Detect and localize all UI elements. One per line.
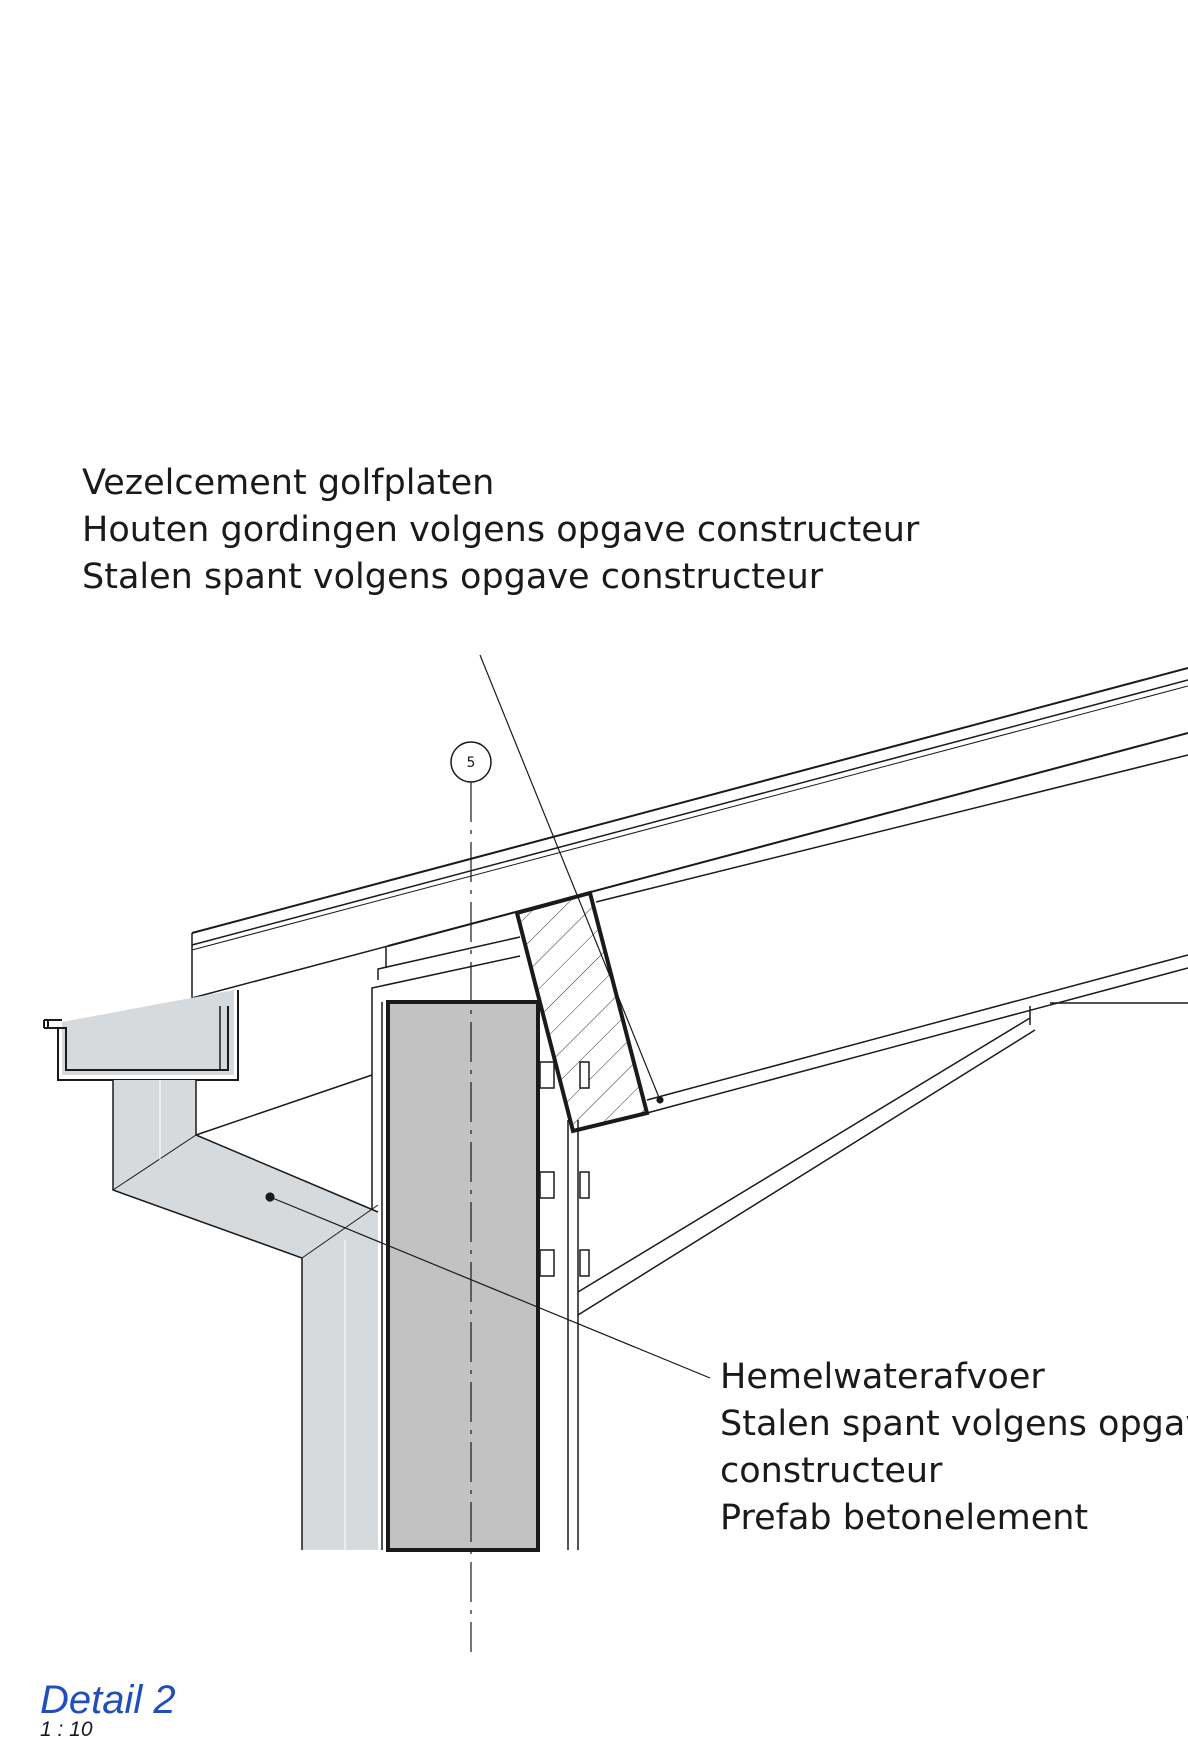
note-line: Prefab betonelement <box>720 1498 1089 1538</box>
note-line: Stalen spant volgens opgave constructeur <box>82 557 824 597</box>
note-line: Hemelwaterafvoer <box>720 1357 1045 1397</box>
note-line: constructeur <box>720 1451 943 1491</box>
note-line: Stalen spant volgens opgave <box>720 1404 1188 1444</box>
roof-sheets <box>191 667 1188 999</box>
grid-axis: 5 <box>450 741 492 1652</box>
note-line: Houten gordingen volgens opgave construc… <box>82 510 920 550</box>
leader-lines <box>265 654 711 1379</box>
note-line: Vezelcement golfplaten <box>82 463 495 503</box>
detail-scale: 1 : 10 <box>40 1718 93 1741</box>
concrete-column <box>381 1000 540 1552</box>
detail-title: Detail 2 <box>40 1678 176 1722</box>
steel-truss <box>567 954 1188 1550</box>
bolts <box>539 1061 590 1277</box>
gutter <box>43 990 239 1081</box>
grid-axis-label: 5 <box>467 755 476 771</box>
notes-roof: Vezelcement golfplaten Houten gordingen … <box>82 460 919 601</box>
notes-wall: Hemelwaterafvoer Stalen spant volgens op… <box>720 1354 1188 1542</box>
drainpipe <box>112 1074 379 1550</box>
